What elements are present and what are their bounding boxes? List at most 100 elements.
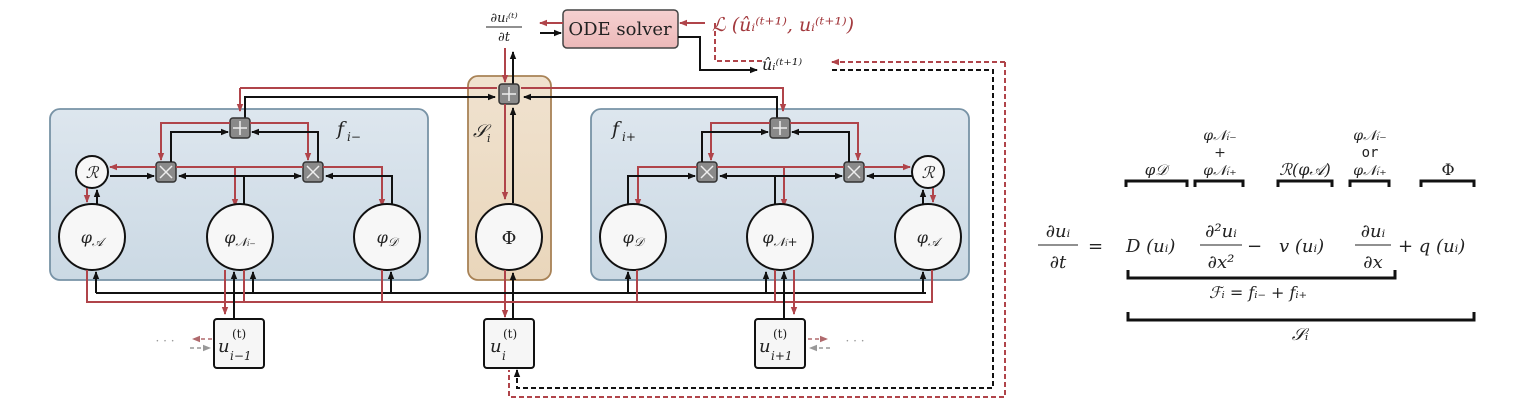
f-minus-reaction-node: [75, 155, 109, 189]
f-minus-phi-N-label: φ𝒩ᵢ₋: [224, 228, 255, 249]
state-i-minus-1-sup: (t): [232, 327, 246, 341]
backward-wire: [634, 166, 697, 207]
equation-diff1-denominator: ∂x: [1363, 252, 1382, 273]
f-plus-reaction-label: ℛ: [922, 163, 936, 182]
state-i-minus-1-base: u: [218, 336, 230, 357]
annotation-Phi: Φ: [1441, 160, 1454, 179]
backward-bus: [86, 270, 933, 303]
f-plus-phi-N-label: φ𝒩ᵢ+: [762, 228, 797, 249]
backward-wire: [323, 166, 386, 207]
state-box-i: [483, 318, 535, 369]
equation-minus: −: [1247, 236, 1262, 257]
annotation-phiN-or-top: φ𝒩ᵢ₋: [1353, 128, 1386, 144]
f-plus-title-sub: i+: [622, 130, 636, 144]
equation-D-term: D (uᵢ): [1125, 236, 1175, 257]
f-minus-phi-A-node: [58, 203, 126, 271]
f-minus-title: f: [335, 118, 347, 140]
annotation-phiN-sum-top: φ𝒩ᵢ₋: [1203, 128, 1236, 144]
backward-wire: [707, 122, 770, 161]
f-minus-phi-A-label: φ𝒜: [81, 228, 107, 249]
loss-to-prediction-dashed-wire: [714, 23, 763, 62]
forward-wire: [701, 128, 769, 162]
forward-wire: [244, 93, 496, 119]
state-i-sub: i: [502, 349, 506, 363]
right-ellipsis: · · ·: [845, 334, 864, 348]
state-i-minus-1-sub: i−1: [230, 349, 252, 363]
state-i-sup: (t): [503, 327, 517, 341]
f-minus-product-operator-right: [302, 161, 324, 183]
annotation-F: ℱᵢ = fᵢ₋ + fᵢ₊: [1209, 283, 1307, 302]
equation-lhs-numerator: ∂uᵢ: [1046, 221, 1071, 242]
brace-phiD: [1124, 179, 1189, 187]
annotation-R-phiA: ℛ(φ𝒜): [1279, 160, 1331, 179]
f-plus-phi-N-node: [746, 203, 814, 271]
f-plus-product-operator-left: [696, 161, 718, 183]
f-minus-phi-N-node: [206, 203, 274, 271]
f-plus-phi-A-label: φ𝒜: [917, 228, 943, 249]
gradient-feedback-dashed-wire: [508, 62, 1006, 398]
annotation-S: 𝒮ᵢ: [1292, 325, 1310, 345]
equation-diff2-numerator: ∂²uᵢ: [1205, 221, 1237, 242]
equation-equals: =: [1088, 236, 1103, 257]
brace-phiN-or: [1348, 179, 1391, 187]
forward-wire: [523, 93, 778, 119]
f-plus-title: f: [610, 118, 622, 140]
f-minus-sum-operator: [229, 117, 251, 139]
loss-label: ℒ (ûᵢ⁽ᵗ⁺¹⁾, uᵢ⁽ᵗ⁺¹⁾): [712, 14, 854, 36]
brace-R-phiA: [1276, 179, 1334, 187]
ode-solver-box: [562, 9, 679, 49]
phi-node-label: Φ: [502, 228, 517, 249]
equation-v-term: v (uᵢ): [1279, 236, 1324, 257]
source-block-title-sub: i: [487, 132, 491, 145]
central-sum-operator: [498, 83, 520, 105]
f-plus-reaction-node: [911, 155, 945, 189]
phi-node: [475, 203, 543, 271]
forward-wire: [627, 172, 696, 204]
brace-phiN-sum: [1193, 179, 1245, 187]
f-minus-phi-D-node: [353, 203, 421, 271]
f-minus-phi-D-label: φ𝒟: [377, 228, 400, 249]
f-plus-product-operator-right: [843, 161, 865, 183]
forward-wire: [325, 172, 393, 204]
annotation-phiN-or-bottom: φ𝒩ᵢ₊: [1353, 163, 1386, 179]
f-plus-phi-A-node: [894, 203, 962, 271]
brace-S: [1126, 312, 1476, 322]
forward-wire: [791, 128, 850, 162]
state-box-i-plus-1: [754, 318, 806, 369]
f-plus-sum-operator: [769, 117, 791, 139]
brace-Phi: [1419, 179, 1476, 187]
equation-diff1-numerator: ∂uᵢ: [1361, 221, 1386, 242]
equation-diff2-denominator: ∂x²: [1208, 252, 1235, 273]
backward-wire: [521, 87, 787, 112]
f-plus-phi-D-label: φ𝒟: [623, 228, 646, 249]
prediction-label: ûᵢ⁽ᵗ⁺¹⁾: [762, 55, 802, 74]
equation-lhs-denominator: ∂t: [1050, 252, 1067, 273]
state-box-i-minus-1: [213, 318, 265, 369]
state-i-base: u: [490, 336, 502, 357]
annotation-phiN-sum-plus: +: [1214, 145, 1226, 161]
derivative-numerator: ∂uᵢ⁽ᵗ⁾: [490, 11, 517, 26]
f-minus-reaction-label: ℛ: [86, 163, 100, 182]
backward-wire: [157, 122, 230, 161]
derivative-denominator: ∂t: [498, 30, 511, 45]
equation-q-term: + q (uᵢ): [1398, 236, 1465, 257]
annotation-phiN-sum-bottom: φ𝒩ᵢ₊: [1203, 163, 1236, 179]
left-ellipsis: · · ·: [155, 334, 174, 348]
backward-wire: [790, 122, 862, 161]
f-plus-phi-D-node: [599, 203, 667, 271]
annotation-phiN-or-word: or: [1362, 145, 1379, 161]
f-minus-product-operator-left: [155, 161, 177, 183]
state-i-plus-1-base: u: [759, 336, 771, 357]
f-minus-title-sub: i−: [347, 130, 361, 144]
ode-solver-label: ODE solver: [568, 19, 672, 40]
brace-F: [1126, 270, 1397, 280]
solver-output-wire: [678, 36, 758, 74]
prediction-feedback-dashed-wire: [513, 69, 994, 389]
state-i-plus-1-sup: (t): [773, 327, 787, 341]
forward-wire: [170, 128, 229, 162]
backward-wire: [250, 122, 312, 161]
state-i-plus-1-sub: i+1: [771, 349, 793, 363]
equation: ∂uᵢ ∂t = D (uᵢ) ∂²uᵢ ∂x² − v (uᵢ) ∂uᵢ ∂x…: [1038, 128, 1476, 345]
annotation-phiD: φ𝒟: [1145, 161, 1171, 179]
